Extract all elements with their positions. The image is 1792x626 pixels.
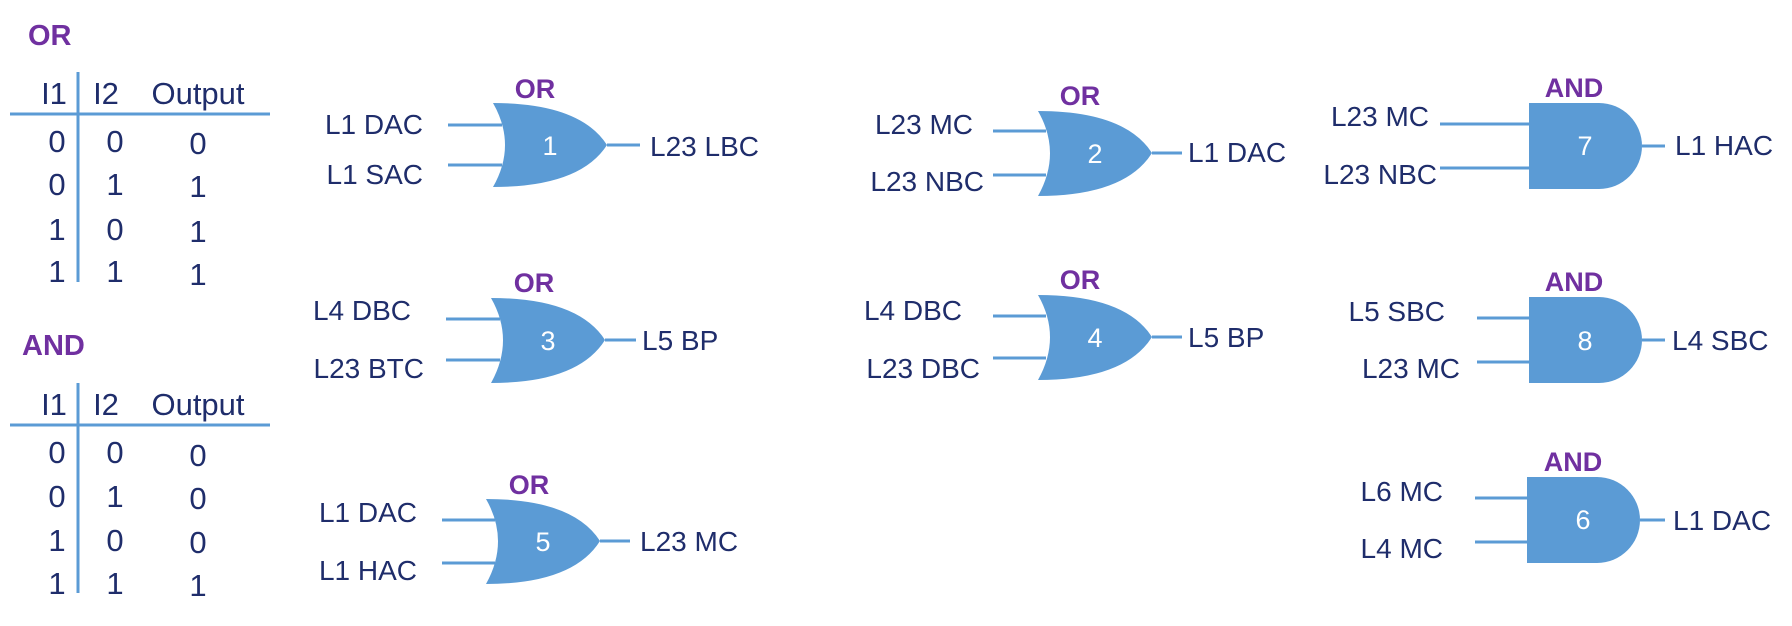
gate-6: 6 AND L6 MC L4 MC L1 DAC — [1361, 447, 1772, 564]
or-row-2-i1: 0 — [48, 167, 65, 202]
gate-4: 4 OR L4 DBC L23 DBC L5 BP — [864, 265, 1264, 384]
gate-1-number: 1 — [542, 131, 557, 161]
and-row-4-output: 1 — [189, 568, 206, 603]
or-row-1-i2: 0 — [106, 124, 123, 159]
gate-8: 8 AND L5 SBC L23 MC L4 SBC — [1349, 267, 1769, 384]
and-table-title: AND — [22, 330, 85, 362]
gate-2: 2 OR L23 MC L23 NBC L1 DAC — [870, 81, 1286, 197]
gate-4-or-shape — [1038, 295, 1152, 380]
and-row-1-output: 0 — [189, 438, 206, 473]
gate-6-type-label: AND — [1544, 447, 1603, 477]
or-table-header-i1: I1 — [41, 76, 67, 111]
or-row-4-output: 1 — [189, 257, 206, 292]
or-row-2-output: 1 — [189, 169, 206, 204]
and-row-3-i2: 0 — [106, 523, 123, 558]
gate-7: 7 AND L23 MC L23 NBC L1 HAC — [1323, 73, 1773, 190]
or-row-3-i2: 0 — [106, 212, 123, 247]
and-row-4-i1: 1 — [48, 566, 65, 601]
and-row-2-i1: 0 — [48, 479, 65, 514]
gate-3: 3 OR L4 DBC L23 BTC L5 BP — [313, 268, 718, 384]
gate-3-input-1-label: L4 DBC — [313, 295, 411, 326]
gate-3-number: 3 — [540, 326, 555, 356]
gate-1-input-1-label: L1 DAC — [325, 109, 423, 140]
gate-4-output-label: L5 BP — [1188, 322, 1264, 353]
gate-4-input-2-label: L23 DBC — [866, 353, 980, 384]
gate-3-type-label: OR — [514, 268, 555, 298]
and-row-3-i1: 1 — [48, 523, 65, 558]
and-row-3-output: 0 — [189, 525, 206, 560]
or-row-2-i2: 1 — [106, 167, 123, 202]
and-table-header-i2: I2 — [93, 387, 119, 422]
or-table-title: OR — [28, 20, 72, 52]
or-row-3-i1: 1 — [48, 212, 65, 247]
gate-4-type-label: OR — [1060, 265, 1101, 295]
gate-7-type-label: AND — [1545, 73, 1604, 103]
or-row-4-i1: 1 — [48, 254, 65, 289]
and-row-2-output: 0 — [189, 481, 206, 516]
gate-5: 5 OR L1 DAC L1 HAC L23 MC — [319, 470, 738, 586]
gate-2-type-label: OR — [1060, 81, 1101, 111]
or-row-3-output: 1 — [189, 214, 206, 249]
gate-7-number: 7 — [1577, 131, 1592, 161]
and-row-2-i2: 1 — [106, 479, 123, 514]
or-table-header-output: Output — [151, 76, 244, 111]
gate-1-type-label: OR — [515, 74, 556, 104]
gate-8-input-2-label: L23 MC — [1362, 353, 1460, 384]
gate-3-input-2-label: L23 BTC — [314, 353, 425, 384]
gate-5-output-label: L23 MC — [640, 526, 738, 557]
gate-4-number: 4 — [1087, 323, 1102, 353]
or-row-4-i2: 1 — [106, 254, 123, 289]
and-table-header-output: Output — [151, 387, 244, 422]
and-row-4-i2: 1 — [106, 566, 123, 601]
gate-6-and-shape — [1527, 477, 1640, 563]
gate-8-type-label: AND — [1545, 267, 1604, 297]
gate-3-or-shape — [491, 298, 605, 383]
gate-4-input-1-label: L4 DBC — [864, 295, 962, 326]
gate-3-output-label: L5 BP — [642, 325, 718, 356]
gate-1-input-2-label: L1 SAC — [327, 159, 424, 190]
gate-5-type-label: OR — [509, 470, 550, 500]
gate-5-or-shape — [486, 499, 600, 584]
gate-5-number: 5 — [535, 527, 550, 557]
gate-6-input-1-label: L6 MC — [1361, 476, 1443, 507]
gate-8-output-label: L4 SBC — [1672, 325, 1769, 356]
or-row-1-i1: 0 — [48, 124, 65, 159]
gate-7-input-2-label: L23 NBC — [1323, 159, 1437, 190]
gate-6-number: 6 — [1575, 505, 1590, 535]
and-row-1-i1: 0 — [48, 435, 65, 470]
and-truth-table: AND I1 I2 Output 0 0 0 0 1 0 1 0 0 1 1 1 — [10, 330, 270, 603]
gate-8-input-1-label: L5 SBC — [1349, 296, 1446, 327]
or-table-header-i2: I2 — [93, 76, 119, 111]
gate-5-input-1-label: L1 DAC — [319, 497, 417, 528]
gate-2-input-2-label: L23 NBC — [870, 166, 984, 197]
and-row-1-i2: 0 — [106, 435, 123, 470]
gate-2-input-1-label: L23 MC — [875, 109, 973, 140]
or-truth-table: OR I1 I2 Output 0 0 0 0 1 1 1 0 1 1 1 1 — [10, 20, 270, 292]
gate-8-and-shape — [1529, 297, 1642, 383]
gate-2-or-shape — [1038, 111, 1152, 196]
or-row-1-output: 0 — [189, 126, 206, 161]
gate-8-number: 8 — [1577, 326, 1592, 356]
gate-5-input-2-label: L1 HAC — [319, 555, 417, 586]
gate-1-or-shape — [493, 103, 607, 187]
gate-2-output-label: L1 DAC — [1188, 137, 1286, 168]
gate-1-output-label: L23 LBC — [650, 131, 759, 162]
gate-6-input-2-label: L4 MC — [1361, 533, 1443, 564]
gate-6-output-label: L1 DAC — [1673, 505, 1771, 536]
gate-7-output-label: L1 HAC — [1675, 130, 1773, 161]
gate-7-and-shape — [1529, 103, 1642, 189]
and-table-header-i1: I1 — [41, 387, 67, 422]
gate-2-number: 2 — [1087, 139, 1102, 169]
gate-1: 1 OR L1 DAC L1 SAC L23 LBC — [325, 74, 759, 190]
gate-7-input-1-label: L23 MC — [1331, 101, 1429, 132]
